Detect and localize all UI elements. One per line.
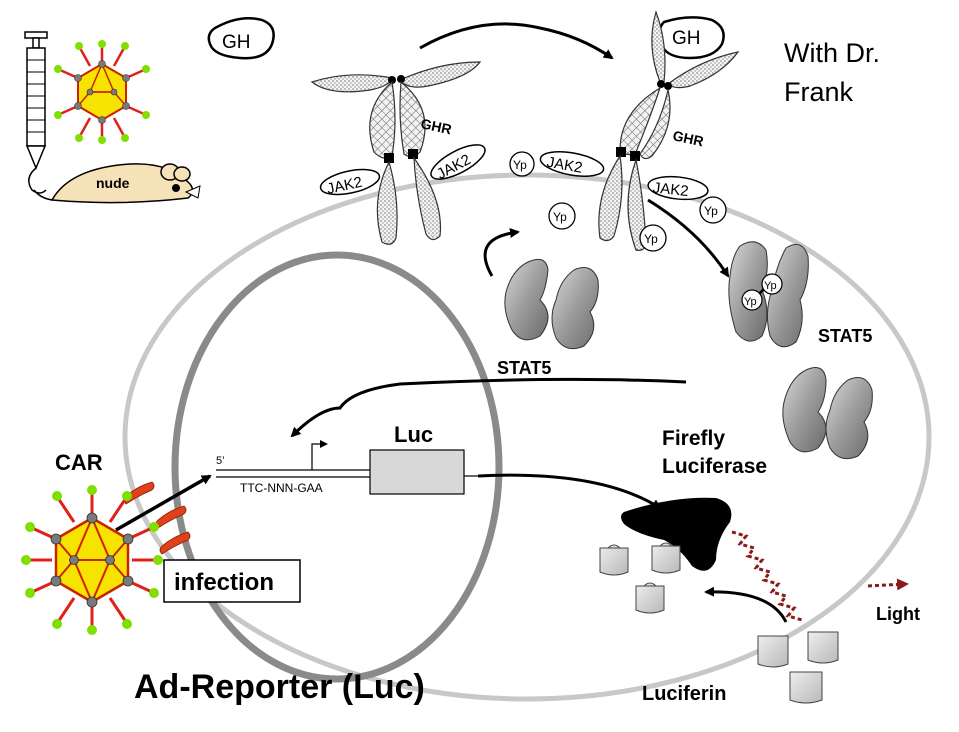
car-receptors — [123, 481, 191, 555]
translocation-arrow — [290, 377, 687, 438]
yp-phosphate-4: Yp — [699, 196, 727, 224]
promoter-sequence: TTC-NNN-GAA — [240, 481, 323, 495]
reporter-construct: Luc 5’ TTC-NNN-GAA — [216, 422, 478, 495]
nude-label: nude — [96, 175, 130, 191]
binding-arrow — [419, 22, 614, 60]
jak2-right-a: JAK2 — [539, 151, 605, 177]
syringe-icon — [24, 31, 48, 194]
jak2-right-b: JAK2 — [647, 175, 709, 201]
gh-hormone-left: GH — [207, 17, 275, 60]
diagram-title: Ad-Reporter (Luc) — [134, 668, 425, 706]
infection-box: infection — [163, 559, 301, 603]
adenovirus-large-icon — [21, 485, 163, 635]
svg-text:Yp: Yp — [704, 204, 718, 218]
infection-label: infection — [174, 569, 274, 596]
nucleus — [171, 251, 503, 683]
luc-gene-label: Luc — [394, 422, 433, 447]
uptake-arrow — [704, 586, 788, 623]
stat5-label-center: STAT5 — [497, 358, 551, 378]
expression-arrow — [477, 473, 662, 510]
credit-line-2: Frank — [784, 77, 854, 107]
svg-text:Yp: Yp — [744, 296, 757, 308]
stat5-inactive — [504, 258, 599, 350]
recruit-arrow — [483, 228, 520, 277]
svg-text:GHR: GHR — [671, 127, 705, 149]
luciferase-label-1: Firefly — [662, 427, 725, 450]
five-prime-label: 5’ — [216, 455, 225, 467]
yp-phosphate-3: Yp — [639, 224, 667, 252]
svg-text:GHR: GHR — [419, 115, 453, 137]
luciferin-label: Luciferin — [642, 683, 726, 705]
svg-text:Yp: Yp — [764, 280, 777, 292]
svg-text:JAK2: JAK2 — [545, 154, 583, 177]
luciferase-enzyme — [621, 497, 732, 571]
svg-text:JAK2: JAK2 — [652, 179, 689, 200]
stat5-activated-dimer: Yp Yp — [728, 241, 809, 348]
yp-phosphate-1: Yp — [509, 151, 535, 177]
svg-text:Yp: Yp — [553, 210, 567, 224]
nude-mouse-icon: nude — [33, 163, 201, 204]
jak2-left-a: JAK2 — [319, 168, 381, 198]
yp-phosphate-2: Yp — [548, 202, 576, 230]
phosphorylation-arrow — [647, 198, 730, 278]
ghr-receptor-right: GHR — [598, 10, 740, 251]
gh-hormone-right: GH — [658, 16, 725, 60]
svg-text:GH: GH — [672, 28, 701, 49]
credit-line-1: With Dr. — [784, 38, 880, 68]
svg-text:Yp: Yp — [644, 232, 658, 246]
ghr-receptor-left: GHR — [310, 61, 482, 245]
luciferin-substrates-outside — [757, 631, 839, 704]
adenovirus-small-icon — [54, 40, 150, 144]
light-label: Light — [876, 604, 920, 624]
luciferase-label-2: Luciferase — [662, 455, 767, 478]
light-emission — [731, 530, 803, 622]
stat5-free — [782, 367, 873, 460]
stat5-label-right: STAT5 — [818, 326, 872, 346]
luciferin-substrates-upper — [599, 542, 681, 614]
svg-text:GH: GH — [222, 32, 251, 53]
infection-arrow — [115, 474, 212, 532]
car-label: CAR — [55, 450, 103, 475]
svg-text:Yp: Yp — [513, 158, 527, 172]
